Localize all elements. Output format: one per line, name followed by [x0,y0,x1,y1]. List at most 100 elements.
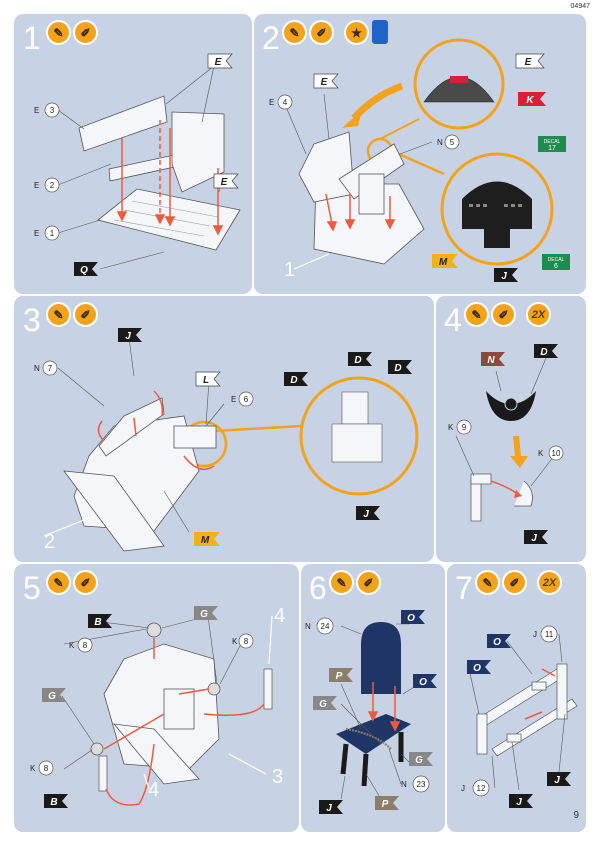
color-flag-d: D [348,352,372,366]
decal-sheet-icon: ★ [344,20,369,45]
svg-text:J: J [531,533,537,544]
svg-text:K: K [526,95,534,106]
part-number: 8 [44,764,49,773]
svg-text:O: O [407,613,415,624]
svg-text:E: E [221,177,228,188]
decal-tag-17: DECAL 17 [538,136,566,152]
page-number: 9 [573,810,579,821]
sprue-letter: N [305,622,311,631]
color-flag-j: J [319,800,343,814]
color-flag-n: N [481,352,505,366]
assembly-ref: 4 [148,779,159,801]
svg-text:G: G [415,755,423,766]
paint-brush-icon: ✐ [309,20,334,45]
svg-text:O: O [473,663,481,674]
step-number: 3 [23,302,41,338]
color-flag-o: O [413,674,437,688]
quantity-badge: 2X [526,302,551,327]
part-number: 6 [244,395,249,404]
glue-bottle-icon: ✎ [464,302,489,327]
step-7-panel: 7 ✎ ✐ 2X J 11 J 12 O O [447,564,586,832]
water-dish-icon [372,20,388,44]
color-flag-d: D [534,344,558,358]
part-number: 11 [545,630,554,639]
sprue-letter: K [448,423,454,432]
paint-brush-icon: ✐ [73,302,98,327]
part-number: 24 [321,622,330,631]
svg-text:N: N [487,355,495,366]
color-flag-e: E [213,173,239,189]
color-flag-g: G [313,696,337,710]
color-flag-g: G [42,688,66,702]
svg-text:D: D [290,375,297,386]
step-5-panel: 5 ✎ ✐ K 8 K 8 K 8 [14,564,299,832]
step-3-diagram: N 7 E 6 2 J L D D D J [34,328,419,553]
svg-text:J: J [125,331,131,342]
color-flag-o: O [467,660,491,674]
svg-text:P: P [382,799,389,810]
color-flag-o: O [487,634,511,648]
paint-brush-icon: ✐ [491,302,516,327]
quantity-badge: 2X [537,570,562,595]
decal-tag-6: DECAL 6 [542,254,570,270]
paint-brush-icon: ✐ [73,20,98,45]
color-flag-j: J [524,530,548,544]
step-number: 4 [444,302,462,338]
svg-text:O: O [493,637,501,648]
color-flag-j: J [356,506,380,520]
color-flag-j: J [118,328,142,342]
step-2-diagram: E 4 N 5 1 E E K DECAL 17 DECAL 6 [269,38,570,282]
color-flag-b: B [88,614,112,628]
color-flag-j: J [547,772,571,786]
color-flag-j: J [494,268,518,282]
sprue-letter: K [232,637,238,646]
color-flag-o: O [401,610,425,624]
color-flag-e: E [313,73,339,89]
step-number: 1 [23,20,41,56]
sprue-letter: K [30,764,36,773]
color-flag-g: G [194,606,218,620]
svg-text:DECAL: DECAL [544,139,561,145]
paint-brush-icon: ✐ [356,570,381,595]
glue-bottle-icon: ✎ [46,570,71,595]
color-flag-m: M [432,254,458,268]
svg-text:M: M [201,535,210,546]
svg-text:17: 17 [548,145,556,152]
color-flag-g: G [409,752,433,766]
sprue-letter: E [34,229,39,238]
part-number: 10 [552,449,561,458]
svg-text:D: D [354,355,361,366]
sprue-letter: E [34,181,39,190]
sprue-letter: E [34,106,39,115]
sprue-letter: E [231,395,236,404]
color-flag-d: D [388,360,412,374]
color-flag-e: E [515,53,545,69]
part-number: 12 [477,784,486,793]
svg-text:G: G [319,699,327,710]
color-flag-p: P [375,796,399,810]
color-flag-l: L [195,371,221,387]
step-number: 2 [262,20,280,56]
svg-text:O: O [419,677,427,688]
part-number: 8 [244,637,249,646]
step-1-panel: 1 ✎ ✐ E 3 E 2 E 1 [14,14,252,294]
sprue-letter: K [69,641,75,650]
step-2-panel: 2 ✎ ✐ ★ E [254,14,586,294]
paint-brush-icon: ✐ [73,570,98,595]
glue-bottle-icon: ✎ [475,570,500,595]
paint-brush-icon: ✐ [502,570,527,595]
part-number: 7 [48,364,53,373]
svg-text:B: B [94,617,101,628]
svg-text:J: J [516,797,522,808]
glue-bottle-icon: ✎ [46,20,71,45]
svg-text:J: J [501,271,507,282]
sprue-letter: E [269,98,274,107]
step-6-diagram: N 24 N 23 O O P G G J [305,610,437,814]
part-number: 4 [283,98,288,107]
sprue-letter: K [538,449,544,458]
step-6-panel: 6 ✎ ✐ N 24 N 23 O O [301,564,445,832]
step-4-panel: 4 ✎ ✐ 2X K 9 K 10 N D [436,296,586,562]
part-number: 5 [450,138,455,147]
glue-bottle-icon: ✎ [46,302,71,327]
svg-text:J: J [326,803,332,814]
